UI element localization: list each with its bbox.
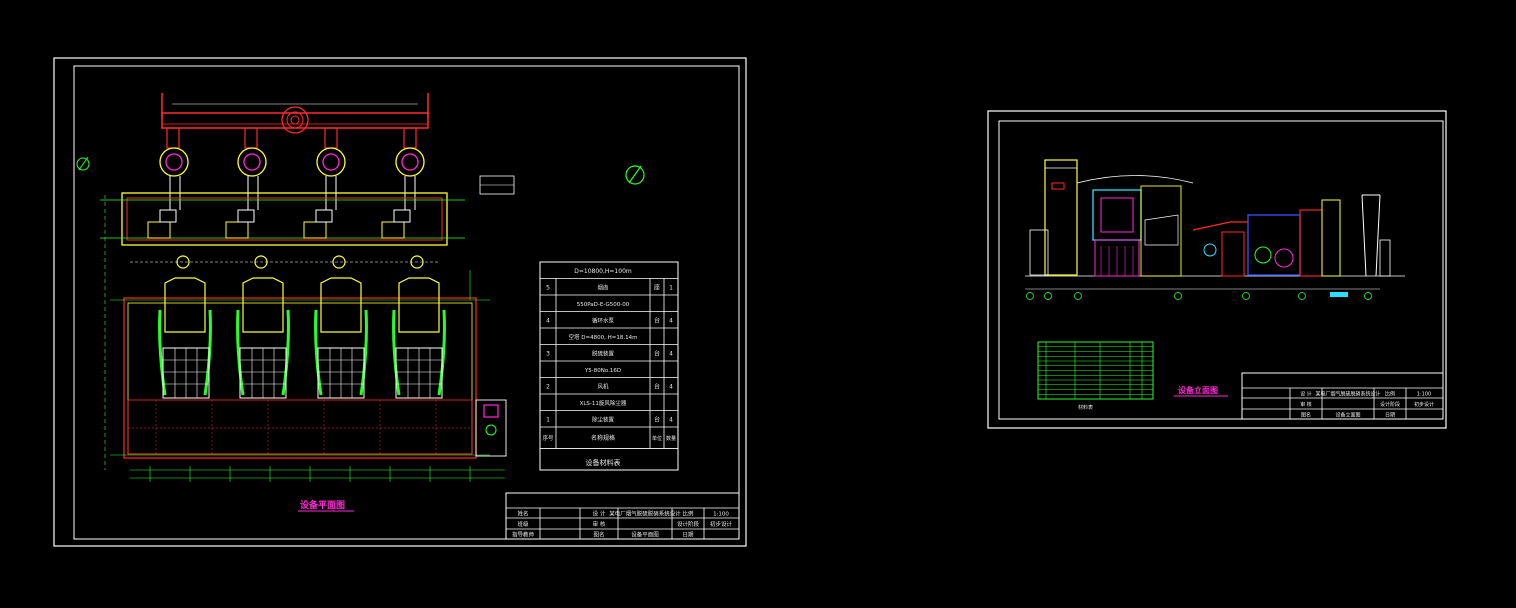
title-block-cell: 审 核 [1300, 401, 1312, 408]
table-cell-qty: 4 [669, 351, 673, 358]
sheet2-outer-frame [987, 110, 1447, 429]
desulfurization-building [110, 297, 490, 459]
table-footer-qty: 数量 [666, 435, 676, 442]
title-block-cell: 设 计 [1300, 391, 1312, 398]
title-block-cell: 日期 [1385, 413, 1395, 419]
absorber-unit-1 [158, 277, 212, 399]
title-block-cell: 设备立面图 [1335, 412, 1360, 419]
title-block-cell: 1:100 [713, 512, 729, 518]
table-cell-name: 550PaD-E-G500-00 [577, 302, 630, 308]
table-cell-unit: 台 [654, 383, 660, 391]
sheet1-title-block: 姓名 设 计某电厂烟气脱硫脱硝系统设计比例 1:100 班级 审 核 设计阶段 初步设计指导… [505, 492, 740, 540]
table-cell-name: Y5-80No.16D [584, 368, 621, 374]
table-cell-no: 2 [546, 384, 550, 391]
title-block-cell: 设备平面图 [631, 531, 659, 539]
table-cell-unit: 台 [654, 350, 660, 358]
flue-header-duct [161, 93, 429, 134]
material-list-caption: 材料表 [1078, 404, 1093, 411]
sheet1-inner-frame [73, 65, 740, 540]
sheet2-inner-frame [998, 120, 1444, 420]
title-block-cell: 初步设计 [1414, 401, 1434, 408]
table-cell-no: 3 [546, 351, 550, 358]
sheet1-title-block-text: 姓名 设 计某电厂烟气脱硫脱硝系统设计比例 1:100 班级 审 核 设计阶段 初步设计指导… [512, 510, 733, 539]
title-block-cell: 某电厂烟气脱硫脱硝系统设计 [609, 510, 681, 518]
title-block-cell: 比例 [682, 510, 694, 518]
table-cell-name: 风机 [597, 383, 609, 391]
table-cell-name: 烟囱 [597, 284, 608, 292]
table-footer-no: 序号 [542, 434, 554, 442]
table-cell-name: XLS-11旋风除尘器 [580, 399, 627, 407]
elevation-axis-markers [1026, 292, 1372, 300]
title-block-cell: 某电厂烟气脱硫脱硝系统设计 [1315, 391, 1380, 398]
connector-dampers [130, 255, 440, 269]
table-cell-qty: 4 [669, 384, 673, 391]
sheet2-title-block: 设 计某电厂烟气脱硫脱硝系统设计比例 1:100 审 核 设计阶段 初步设计图名 设备立面… [1241, 372, 1444, 420]
title-block-cell: 指导教师 [512, 531, 535, 539]
north-arrow-icon [76, 156, 90, 171]
title-block-cell: 日期 [682, 532, 694, 539]
title-block-cell: 设计阶段 [677, 520, 700, 528]
title-block-cell: 初步设计 [710, 520, 733, 528]
sheet1-outer-frame [53, 57, 747, 547]
title-block-cell: 比例 [1385, 391, 1395, 398]
table-cell-qty: 1 [669, 285, 673, 292]
pump-room [475, 399, 507, 457]
absorber-unit-4 [392, 277, 446, 399]
table-footer-unit: 单位 [652, 435, 662, 442]
sheet2-title-block-text: 设 计某电厂烟气脱硫脱硝系统设计比例 1:100 审 核 设计阶段 初步设计图名 设备立面… [1300, 391, 1434, 419]
title-block-cell: 图名 [593, 531, 604, 539]
sheet-plan-view: 设备平面图 D=10800,H=100m 5 烟囱 座 1 550PaD-E-G500-0… [53, 57, 747, 547]
material-list: 材料表 [1037, 341, 1154, 411]
north-arrow-icon [625, 165, 645, 185]
title-block-cell: 班级 [517, 520, 529, 528]
title-block-cell: 姓名 [517, 510, 528, 518]
elevation-profile [1025, 159, 1405, 300]
table-cell-unit: 台 [654, 416, 660, 424]
axis-grid [104, 195, 505, 482]
table-cell-name: 脱硫装置 [592, 350, 615, 358]
fan-room [100, 192, 465, 246]
absorber-unit-3 [314, 277, 368, 399]
title-block-cell: 审 核 [593, 520, 606, 528]
table-caption: 设备材料表 [586, 458, 621, 467]
sheet-elevation-view: 材料表 设备立面图 设 计某电厂烟气脱硫脱硝系统设计比例 1:100 审 核 设计阶段… [987, 110, 1447, 429]
table-cell-name: 循环水泵 [592, 317, 615, 325]
absorber-unit-2 [236, 277, 290, 399]
table-cell-name: 除尘装置 [592, 416, 615, 424]
sheet1-drawing-title: 设备平面图 [300, 499, 345, 511]
table-header-text: D=10800,H=100m [574, 268, 632, 275]
title-block-cell: 1:100 [1417, 392, 1431, 398]
sheet2-drawing-title: 设备立面图 [1178, 385, 1218, 395]
table-cell-qty: 4 [669, 417, 673, 424]
table-footer-name: 名称规格 [591, 434, 615, 442]
table-cell-no: 5 [546, 285, 550, 292]
equipment-material-table: D=10800,H=100m 5 烟囱 座 1 550PaD-E-G500-00 4 循环水泵… [539, 261, 679, 471]
table-cell-name: 空塔 D=4800, H=18.14m [569, 333, 638, 341]
title-block-cell: 设 计 [593, 510, 606, 518]
equipment-table-rows: D=10800,H=100m 5 烟囱 座 1 550PaD-E-G500-00 4 循环水泵… [540, 268, 678, 467]
table-cell-unit: 台 [654, 317, 660, 325]
table-cell-no: 1 [546, 417, 550, 424]
table-cell-no: 4 [546, 318, 550, 325]
table-cell-qty: 4 [669, 318, 673, 325]
title-block-cell: 图名 [1301, 412, 1311, 419]
table-cell-unit: 座 [654, 284, 660, 292]
title-block-cell: 设计阶段 [1380, 401, 1400, 408]
